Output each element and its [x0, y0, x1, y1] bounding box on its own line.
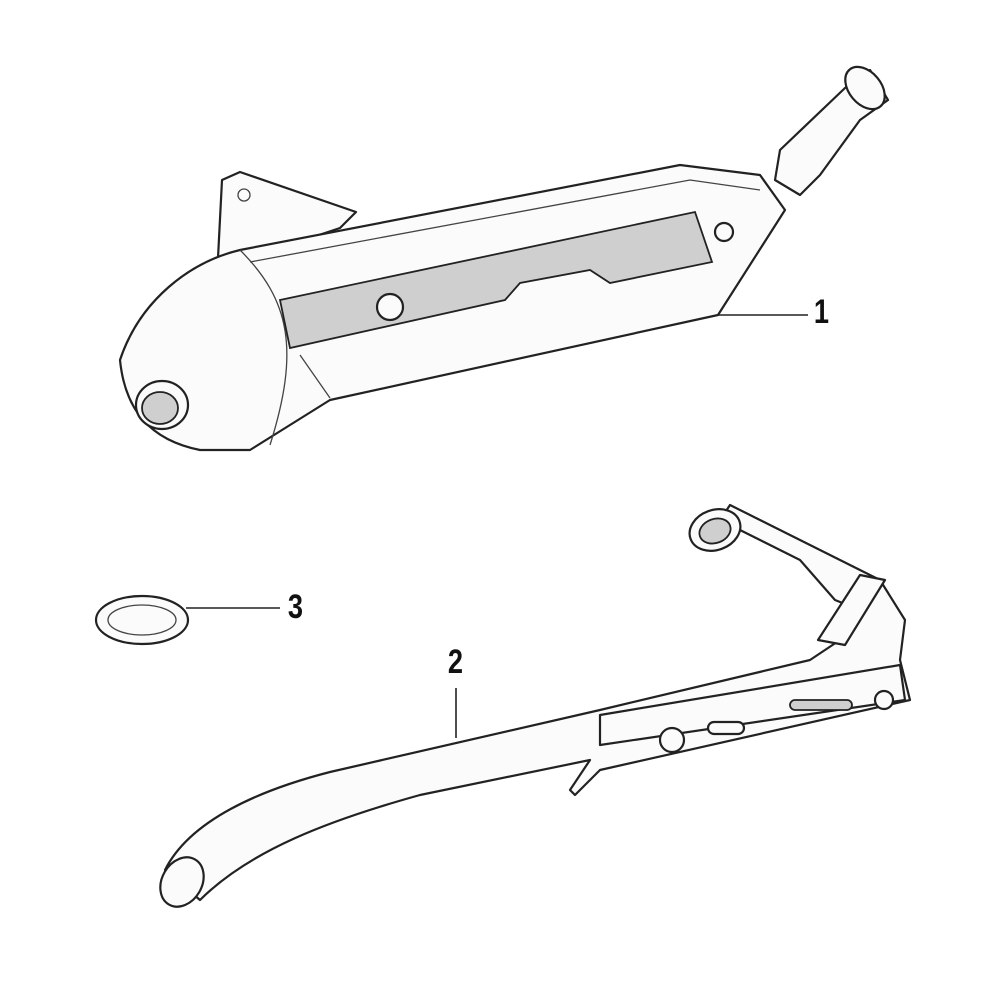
callout-1: 1: [813, 293, 830, 331]
callout-2: 2: [447, 643, 464, 681]
exhaust-pipe: [159, 503, 912, 908]
muffler: [118, 65, 890, 452]
callout-3: 3: [287, 588, 304, 626]
gasket: [94, 594, 280, 646]
